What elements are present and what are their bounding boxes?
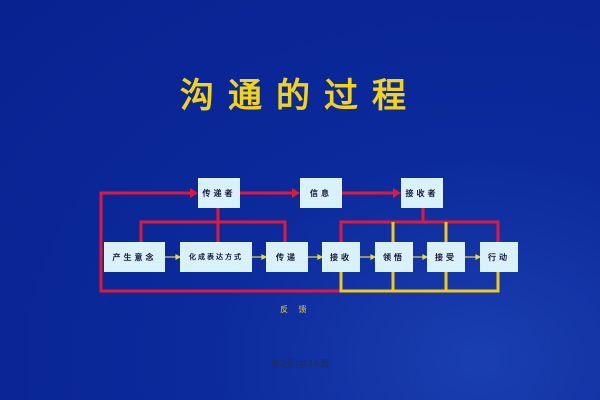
arrowhead [190,188,198,198]
box-step: 接收 [322,242,360,272]
box-sender: 传递者 [198,178,240,208]
box-step: 接受 [427,242,465,272]
box-step: 化成表达方式 [180,242,252,272]
receiver-bracket [339,208,500,242]
box-message: 信息 [300,178,342,208]
feedback-loop-yellow [339,272,500,293]
receiver-yellow-links [391,222,448,242]
box-step: 传递 [266,242,308,272]
box-step: 行动 [480,242,518,272]
box-step: 领悟 [375,242,413,272]
slide-title: 沟通的过程 [180,76,420,116]
box-step: 产生意念 [104,242,165,272]
box-receiver: 接收者 [401,178,443,208]
arrowhead [393,188,401,198]
arrowhead [292,188,300,198]
feedback-label: 反 馈 [280,305,311,314]
page-number: 第2页/共16页 [270,360,330,370]
sender-bracket [139,208,287,242]
feedback-loop-red [99,191,341,293]
